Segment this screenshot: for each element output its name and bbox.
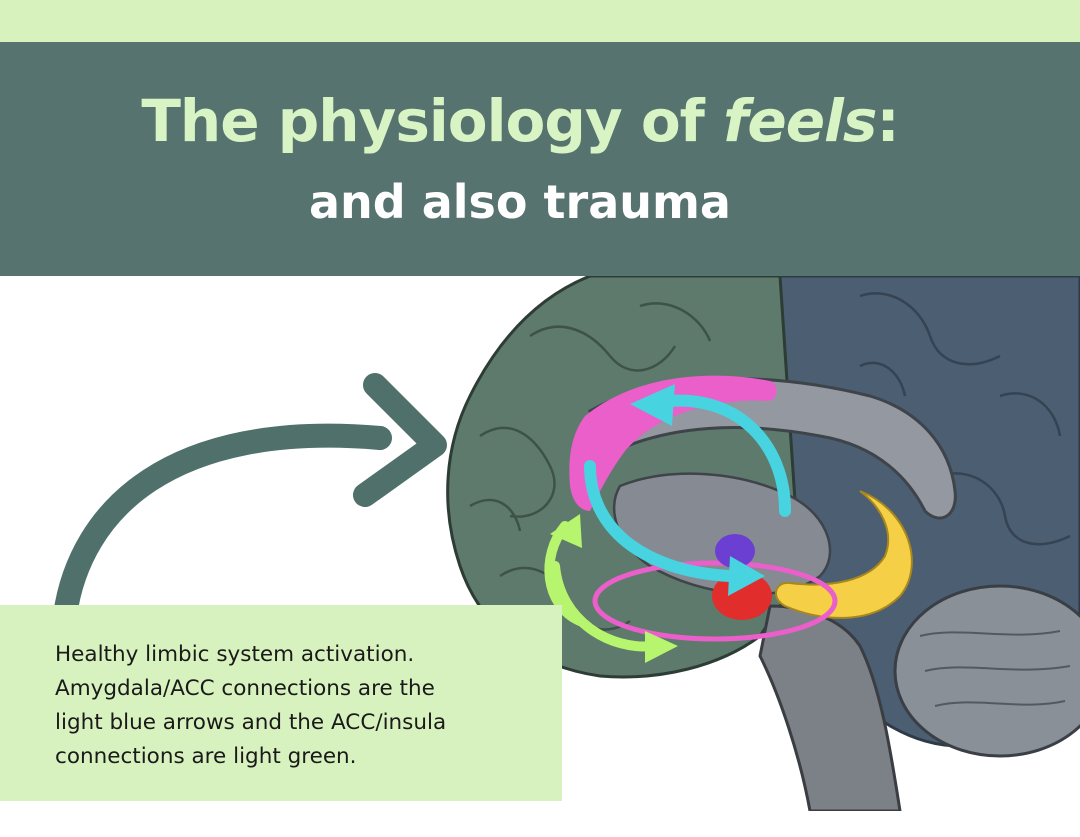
caption-text: Healthy limbic system activation. Amygda… [55, 638, 535, 774]
header-banner [0, 42, 1080, 276]
brainstem [758, 604, 902, 811]
ring [592, 560, 838, 642]
caption-box [0, 605, 562, 801]
top-stripe [0, 0, 1080, 42]
page-title: The physiology of feels: [0, 86, 1040, 156]
caption-line: Amygdala/ACC connections are the [55, 676, 435, 701]
page-subtitle: and also trauma [309, 175, 731, 229]
title-suffix: : [876, 87, 899, 155]
acc-highlight [569, 375, 777, 511]
caption-line: connections are light green. [55, 744, 357, 769]
title-emphasis: feels [723, 87, 877, 155]
blue-arrow-upper [649, 394, 791, 517]
blue-arrow-lower [584, 460, 746, 582]
green-arrow-lower [550, 561, 660, 652]
purple-structure [715, 534, 755, 568]
brain-illustration [440, 276, 1080, 811]
cerebellum [893, 584, 1080, 758]
caption-line: light blue arrows and the ACC/insula [55, 710, 447, 735]
title-prefix: The physiology of [141, 87, 724, 155]
curved-arrow-icon [53, 373, 447, 627]
red-structure [712, 572, 772, 620]
yellow-structure [775, 490, 913, 619]
caption-line: Healthy limbic system activation. [55, 642, 415, 667]
